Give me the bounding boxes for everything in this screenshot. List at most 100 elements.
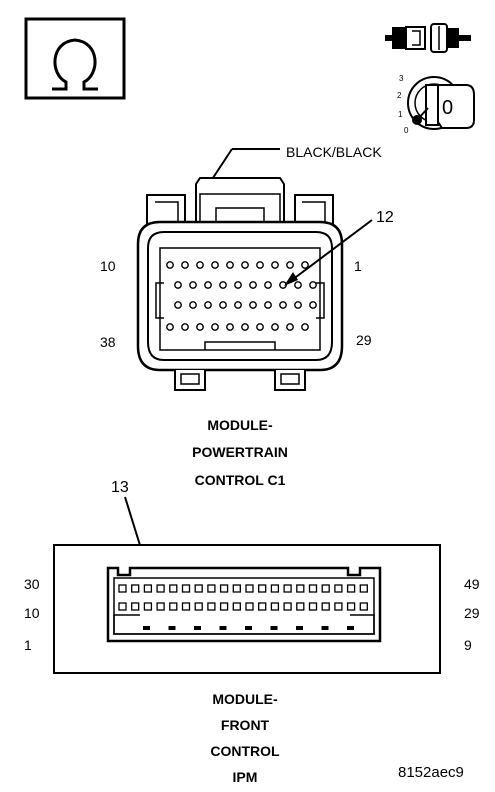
- c1-pin-cavity: [174, 281, 182, 289]
- ipm-pin-cavity: [270, 584, 280, 593]
- c1-pin-cavity: [241, 261, 249, 269]
- ipm-title-line-3: CONTROL: [210, 743, 280, 759]
- ipm-pin-label-49: 49: [464, 576, 480, 592]
- ignition-position-2: 2: [397, 91, 402, 100]
- ipm-pin-cavity: [232, 602, 241, 611]
- ipm-pin-cavity: [321, 584, 330, 593]
- ipm-pin-cavity: [207, 584, 216, 593]
- ipm-pin-cavity: [334, 584, 343, 593]
- ipm-pin-cavity: [181, 602, 191, 611]
- ipm-pin-cavity: [321, 626, 329, 630]
- ohmmeter-icon: [24, 17, 126, 100]
- c1-pin-cavity: [309, 301, 317, 309]
- ipm-pin-cavity: [258, 602, 267, 611]
- ipm-pin-label-9: 9: [464, 637, 472, 653]
- ipm-pin-cavity: [258, 584, 267, 593]
- ipm-pin-cavity: [359, 602, 368, 611]
- ipm-pin-cavity: [219, 602, 229, 611]
- ipm-title-line-1: MODULE-: [212, 691, 278, 707]
- ipm-pin-cavity: [296, 584, 305, 593]
- c1-pin-cavity: [309, 281, 317, 289]
- c1-pin-cavity: [286, 261, 294, 269]
- ipm-pin-cavity: [131, 602, 140, 611]
- ignition-position-1: 1: [398, 110, 403, 119]
- c1-pin-cavity: [271, 261, 279, 269]
- c1-title-line-1: MODULE-: [207, 417, 273, 433]
- c1-pin-cavity: [181, 323, 189, 331]
- wire-color-label: BLACK/BLACK: [286, 144, 382, 160]
- ipm-pin-cavity: [156, 602, 165, 611]
- ipm-pin-cavity: [168, 626, 176, 630]
- c1-pin-cavity: [234, 301, 242, 309]
- c1-pin-cavity: [226, 261, 234, 269]
- ipm-pin-cavities: [118, 584, 368, 630]
- c1-callout-arrow: [284, 219, 373, 286]
- ipm-pin-cavity: [283, 602, 292, 611]
- c1-pin-cavity: [211, 261, 219, 269]
- c1-pin-cavity: [196, 323, 204, 331]
- c1-pin-cavity: [256, 323, 264, 331]
- ipm-pin-cavity: [321, 602, 330, 611]
- c1-pin-cavity: [301, 323, 309, 331]
- ipm-pin-cavity: [308, 602, 318, 611]
- ipm-pin-cavity: [347, 626, 354, 630]
- ipm-pin-cavity: [346, 584, 356, 593]
- c1-pin-cavity: [264, 301, 272, 309]
- c1-pin-cavity: [196, 261, 204, 269]
- c1-pin-cavity: [241, 323, 249, 331]
- ipm-title-line-4: IPM: [233, 769, 258, 785]
- ipm-pin-cavity: [207, 602, 216, 611]
- ignition-position-0: 0: [404, 126, 409, 135]
- ipm-callout-pin-number: 13: [111, 479, 129, 496]
- ipm-pin-cavity: [283, 584, 292, 593]
- c1-pin-cavity: [211, 323, 219, 331]
- c1-pin-cavity: [286, 323, 294, 331]
- ipm-pin-cavity: [245, 626, 252, 630]
- c1-pin-cavity: [204, 301, 212, 309]
- ipm-pin-cavity: [194, 584, 203, 593]
- c1-pin-cavity: [189, 301, 197, 309]
- c1-pin-label-1: 1: [354, 258, 362, 274]
- ipm-pin-cavity: [296, 626, 303, 630]
- ipm-pin-cavity: [143, 602, 153, 611]
- ipm-pin-cavity: [169, 602, 178, 611]
- ipm-pin-cavity: [219, 584, 229, 593]
- c1-pin-label-29: 29: [356, 332, 372, 348]
- c1-pin-cavities: [166, 261, 317, 331]
- c1-pin-label-38: 38: [100, 334, 116, 350]
- ipm-pin-cavity: [143, 584, 153, 593]
- c1-pin-cavity: [271, 323, 279, 331]
- ipm-pin-label-10: 10: [24, 605, 40, 621]
- ipm-pin-cavity: [245, 584, 254, 593]
- c1-callout-pin-number: 12: [376, 209, 394, 226]
- ipm-pin-cavity: [334, 602, 343, 611]
- figure-reference-code: 8152aec9: [398, 764, 464, 781]
- c1-pin-cavity: [256, 261, 264, 269]
- c1-pin-cavity: [249, 281, 257, 289]
- c1-pin-cavity: [219, 281, 227, 289]
- c1-pin-cavity: [181, 261, 189, 269]
- ipm-pin-cavity: [270, 602, 280, 611]
- c1-pin-cavity: [301, 261, 309, 269]
- ipm-pin-cavity: [296, 602, 305, 611]
- c1-title-line-3: CONTROL C1: [195, 472, 286, 488]
- c1-pin-cavity: [174, 301, 182, 309]
- ipm-pin-cavity: [181, 584, 191, 593]
- c1-pin-cavity: [204, 281, 212, 289]
- c1-pin-cavity: [249, 301, 257, 309]
- ipm-pin-label-1: 1: [24, 637, 32, 653]
- c1-pin-cavity: [279, 301, 287, 309]
- ipm-pin-cavity: [156, 584, 165, 593]
- ipm-pin-cavity: [194, 602, 203, 611]
- c1-pin-cavity: [294, 281, 302, 289]
- c1-pin-cavity: [294, 301, 302, 309]
- ipm-pin-cavity: [245, 602, 254, 611]
- c1-pin-cavity: [219, 301, 227, 309]
- c1-pin-cavity: [264, 281, 272, 289]
- powertrain-connector-c1: [136, 177, 344, 391]
- ipm-title-line-2: FRONT: [221, 717, 270, 733]
- ipm-pin-label-30: 30: [24, 576, 40, 592]
- ipm-pin-cavity: [346, 602, 356, 611]
- ipm-pin-cavity: [131, 584, 140, 593]
